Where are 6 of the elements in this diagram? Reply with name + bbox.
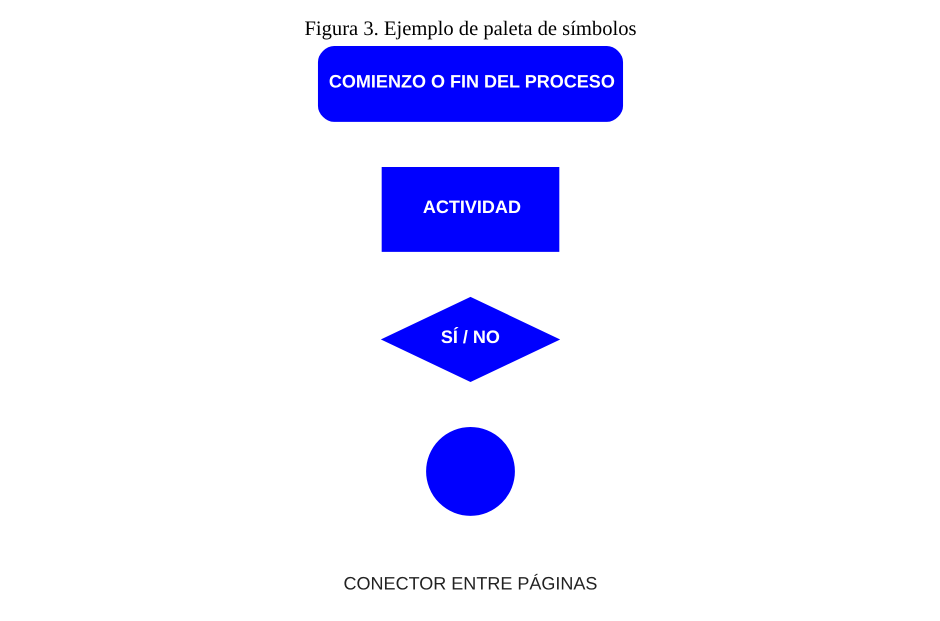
diagram-title: Figura 3. Ejemplo de paleta de símbolos [304, 18, 636, 40]
node-box: ACTIVIDAD [381, 166, 559, 252]
node-diamond: SÍ / NO [380, 296, 560, 382]
node-label: CONECTOR ENTRE PÁGINAS [343, 573, 597, 594]
node-circle [426, 427, 514, 516]
node-box: COMIENZO O FIN DEL PROCESO [317, 46, 623, 122]
